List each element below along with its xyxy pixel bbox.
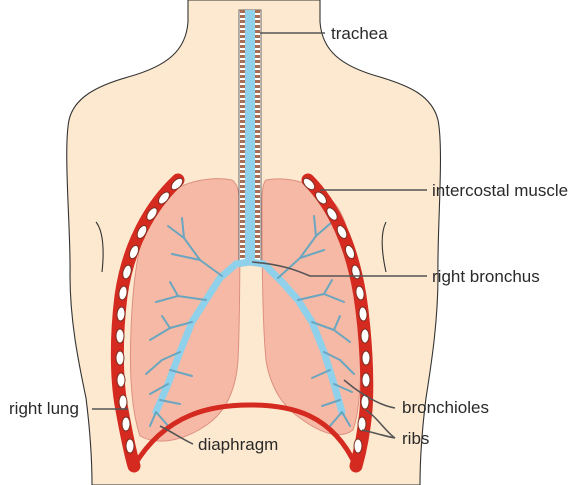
trachea-lumen bbox=[245, 10, 255, 263]
label-ribs: ribs bbox=[402, 429, 429, 448]
label-trachea: trachea bbox=[331, 24, 388, 43]
label-right-bronchus: right bronchus bbox=[432, 267, 540, 286]
label-diaphragm: diaphragm bbox=[198, 435, 278, 454]
label-right-lung: right lung bbox=[9, 399, 79, 418]
label-bronchioles: bronchioles bbox=[402, 398, 489, 417]
label-intercostal-muscle: intercostal muscle bbox=[432, 181, 568, 200]
